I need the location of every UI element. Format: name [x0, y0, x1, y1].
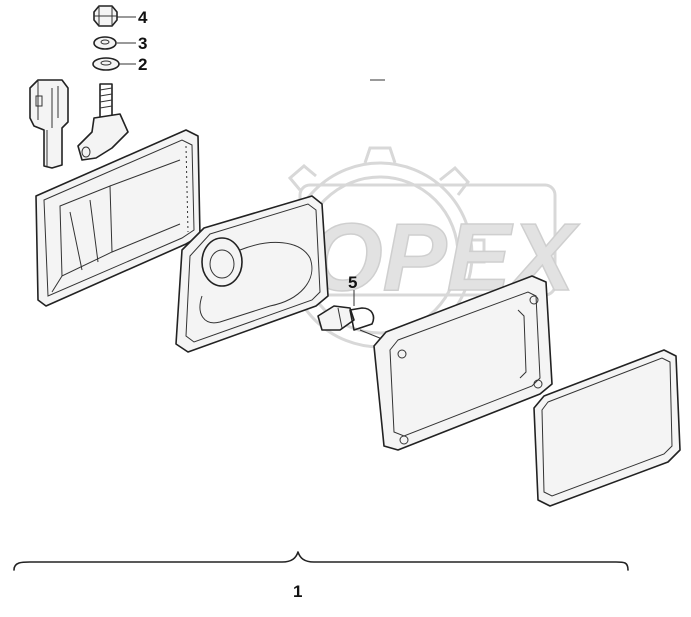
flat-washer-part	[92, 57, 120, 71]
bezel-frame-part	[373, 275, 553, 451]
callout-3: 3	[138, 34, 147, 53]
lens-part	[533, 349, 681, 507]
connector-plug-part	[29, 79, 69, 169]
callout-5: 5	[348, 273, 357, 292]
callout-labels: 4 3 2 5 1	[138, 8, 357, 601]
callout-4: 4	[138, 8, 148, 27]
reflector-frame-part	[175, 195, 329, 353]
callout-1: 1	[293, 582, 302, 601]
bulb-part	[317, 305, 375, 331]
assembly-bracket	[13, 551, 629, 571]
lock-washer-part	[93, 36, 117, 50]
mounting-bolt-part	[77, 83, 129, 161]
nut-part	[93, 5, 118, 27]
callout-2: 2	[138, 55, 147, 74]
